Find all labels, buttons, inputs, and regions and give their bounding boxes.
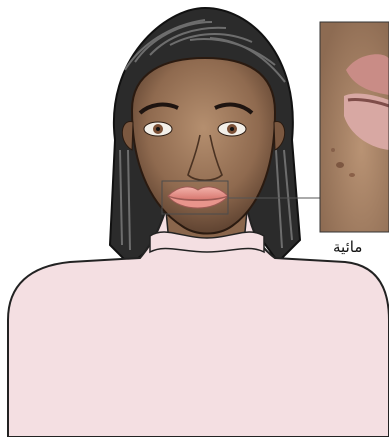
left-eye xyxy=(144,122,172,136)
right-eye xyxy=(218,122,246,136)
caption-label: مائية xyxy=(333,238,362,256)
lip-closeup-photo xyxy=(320,22,389,232)
